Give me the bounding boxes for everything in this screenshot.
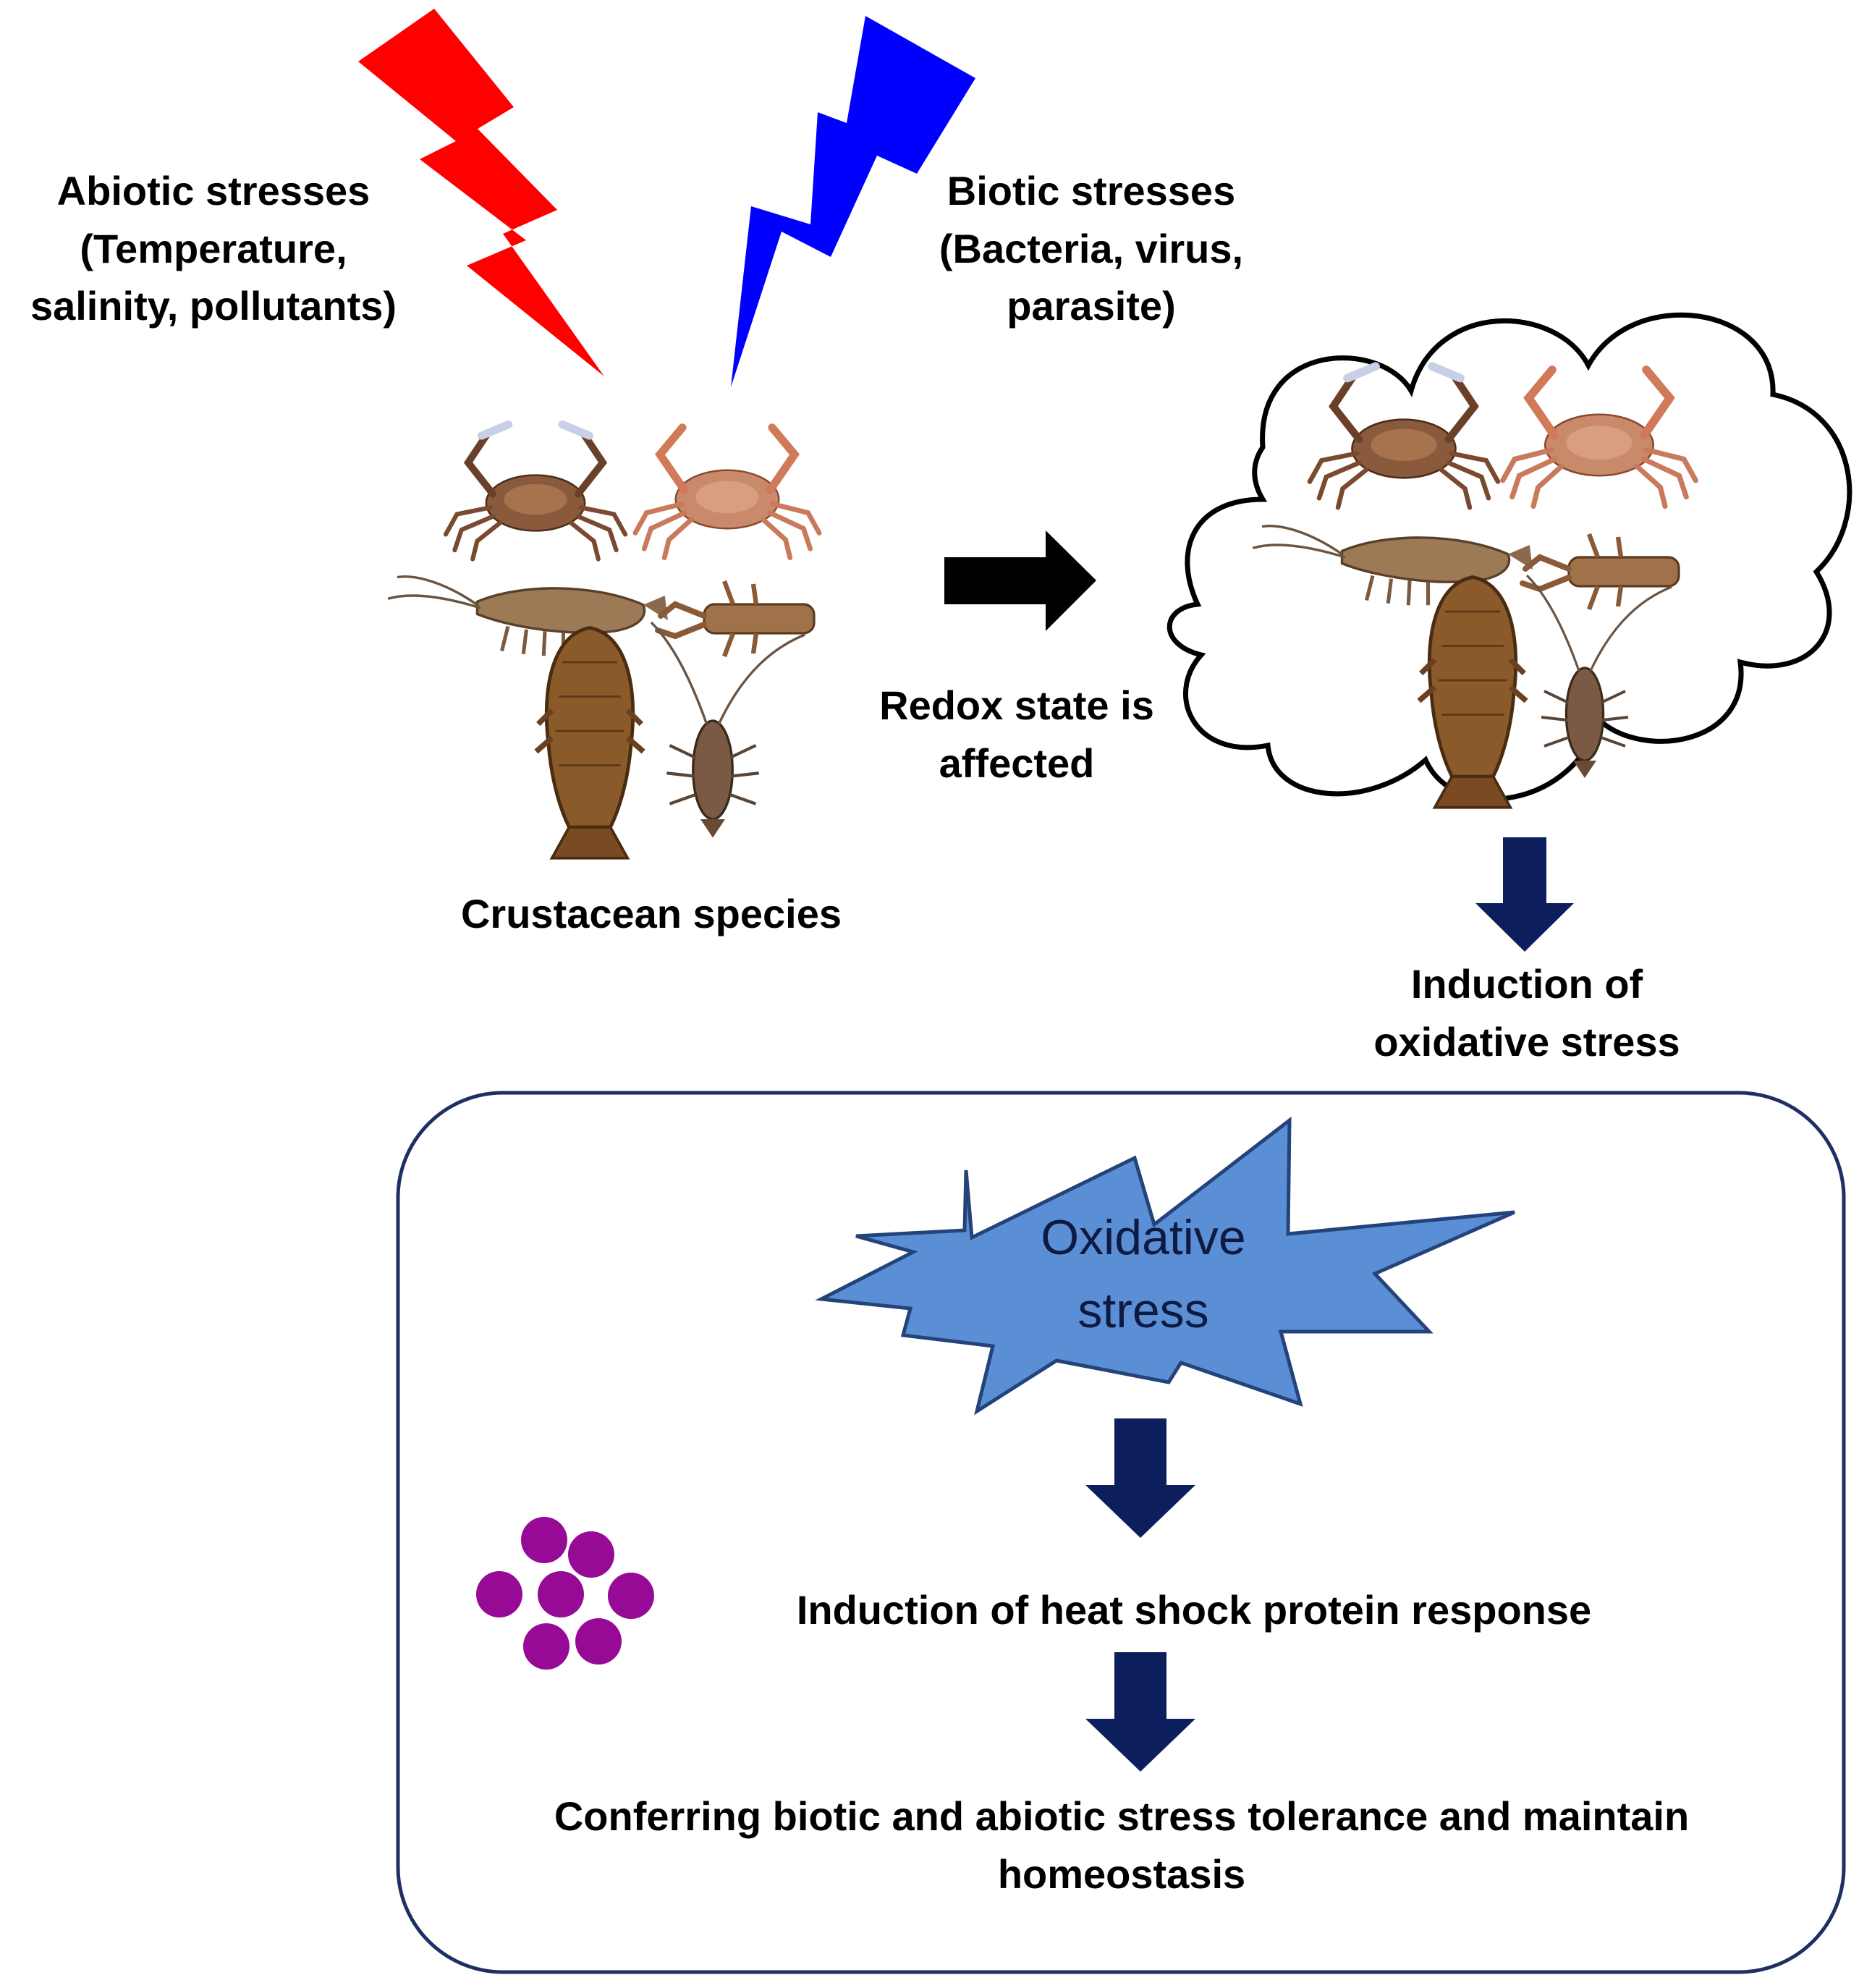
down-arrow-icon bbox=[1085, 1652, 1195, 1772]
crustacean-collage bbox=[388, 425, 819, 858]
down-arrow-icon bbox=[1475, 837, 1574, 952]
right-arrow-icon bbox=[944, 530, 1096, 631]
redox-line-1: Redox state is bbox=[879, 682, 1154, 728]
shrimp-icon bbox=[388, 577, 668, 656]
conferring-tolerance-label: Conferring biotic and abiotic stress tol… bbox=[449, 1788, 1795, 1903]
abiotic-bolt-icon bbox=[358, 9, 604, 376]
conferring-line-1: Conferring biotic and abiotic stress tol… bbox=[554, 1793, 1690, 1839]
slipper-lobster-icon bbox=[536, 628, 643, 858]
mantis-shrimp-icon bbox=[658, 581, 814, 656]
biotic-bolt-icon bbox=[731, 16, 975, 387]
biotic-line-3: parasite) bbox=[1007, 283, 1176, 329]
induction-line-1: Induction of bbox=[1410, 961, 1643, 1007]
abiotic-line-2: (Temperature, bbox=[80, 225, 347, 271]
abiotic-line-1: Abiotic stresses bbox=[56, 168, 370, 213]
oxidative-stress-label: Oxidative stress bbox=[999, 1201, 1288, 1347]
oxidative-line-1: Oxidative bbox=[1041, 1210, 1246, 1265]
oxidative-stress-burst-icon bbox=[815, 1116, 1516, 1416]
abiotic-stress-label: Abiotic stresses (Temperature, salinity,… bbox=[0, 162, 427, 335]
oxidative-line-2: stress bbox=[1077, 1282, 1209, 1338]
response-panel bbox=[396, 1091, 1846, 1974]
abiotic-line-3: salinity, pollutants) bbox=[30, 283, 397, 329]
crab-icon bbox=[635, 428, 819, 558]
hsp-response-label: Induction of heat shock protein response bbox=[796, 1587, 1592, 1633]
protein-dots-icon bbox=[476, 1517, 654, 1670]
crustacean-species-label: Crustacean species bbox=[460, 891, 842, 936]
redox-state-label: Redox state is affected bbox=[832, 677, 1201, 792]
biotic-stress-label: Biotic stresses (Bacteria, virus, parasi… bbox=[903, 162, 1279, 335]
biotic-line-1: Biotic stresses bbox=[947, 168, 1236, 213]
induction-line-2: oxidative stress bbox=[1373, 1018, 1680, 1065]
crab-icon bbox=[446, 425, 625, 559]
biotic-line-2: (Bacteria, virus, bbox=[939, 225, 1244, 271]
induction-oxidative-label: Induction of oxidative stress bbox=[1317, 955, 1737, 1070]
conferring-line-2: homeostasis bbox=[997, 1850, 1246, 1897]
redox-line-2: affected bbox=[939, 740, 1095, 786]
down-arrow-icon bbox=[1085, 1418, 1195, 1538]
spiny-lobster-icon bbox=[651, 622, 805, 838]
